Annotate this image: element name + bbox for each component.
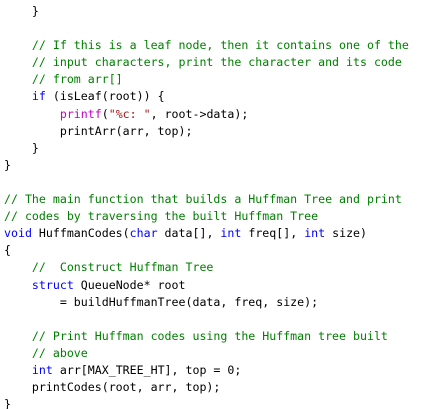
code-line: // The main function that builds a Huffm… [4,191,435,208]
code-token: data[], [157,226,221,241]
code-line: // Print Huffman codes using the Huffman… [4,328,435,345]
code-line: int arr[MAX_TREE_HT], top = 0; [4,362,435,379]
code-line: = buildHuffmanTree(data, freq, size); [4,294,435,311]
code-token: printArr(arr, top); [4,123,193,138]
code-token: } [4,397,11,409]
code-token [4,107,60,121]
comment-token: // input characters, print the character… [4,55,402,70]
code-token: (isLeaf(root)) { [45,89,165,104]
keyword-token: if [31,89,46,104]
code-line: } [4,157,435,174]
code-token: HuffmanCodes( [31,226,130,241]
keyword-token: struct [31,277,74,292]
code-token: } [4,140,39,155]
comment-token: // codes by traversing the built Huffman… [4,209,319,224]
keyword-token: int [304,226,326,241]
code-line: printArr(arr, top); [4,123,435,140]
code-token: QueueNode* root [73,277,186,292]
code-line: if (isLeaf(root)) { [4,88,435,105]
code-line: // Construct Huffman Tree [4,259,435,276]
code-token [4,278,32,292]
code-token: ( [101,106,109,121]
comment-token: // above [4,345,88,360]
code-token: } [4,157,11,172]
code-token: = buildHuffmanTree(data, freq, size); [4,294,319,309]
keyword-token: int [220,226,242,241]
comment-token: // The main function that builds a Huffm… [4,192,402,207]
string-token: "%c: " [108,106,151,121]
code-line: struct QueueNode* root [4,277,435,294]
code-token [4,363,32,377]
code-line: { [4,242,435,259]
code-line: // If this is a leaf node, then it conta… [4,37,435,54]
code-line: printCodes(root, arr, top); [4,379,435,396]
keyword-token: int [31,362,53,377]
comment-token: // If this is a leaf node, then it conta… [4,38,409,53]
comment-token: // Print Huffman codes using the Huffman… [4,328,388,343]
code-line: } [4,396,435,409]
function-token: printf [59,106,102,121]
code-token: freq[], [241,226,305,241]
code-token: size) [325,226,368,241]
code-token: { [4,243,11,258]
code-line: } [4,140,435,157]
code-line [4,174,435,191]
code-token: } [4,4,39,18]
code-line: void HuffmanCodes(char data[], int freq[… [4,225,435,242]
code-token: arr[MAX_TREE_HT], top = 0; [52,362,242,377]
code-line [4,311,435,328]
code-token [4,89,32,103]
code-line: printf("%c: ", root->data); [4,106,435,123]
keyword-token: char [129,226,158,241]
code-token: printCodes(root, arr, top); [4,380,221,395]
code-line: } [4,3,435,20]
comment-token: // from arr[] [4,72,123,87]
code-line: // from arr[] [4,71,435,88]
keyword-token: void [4,226,32,241]
code-line: // input characters, print the character… [4,54,435,71]
code-line [4,20,435,37]
code-token: , root->data); [150,106,249,121]
comment-token: // Construct Huffman Tree [4,260,214,275]
code-line: // codes by traversing the built Huffman… [4,208,435,225]
code-line: // above [4,345,435,362]
